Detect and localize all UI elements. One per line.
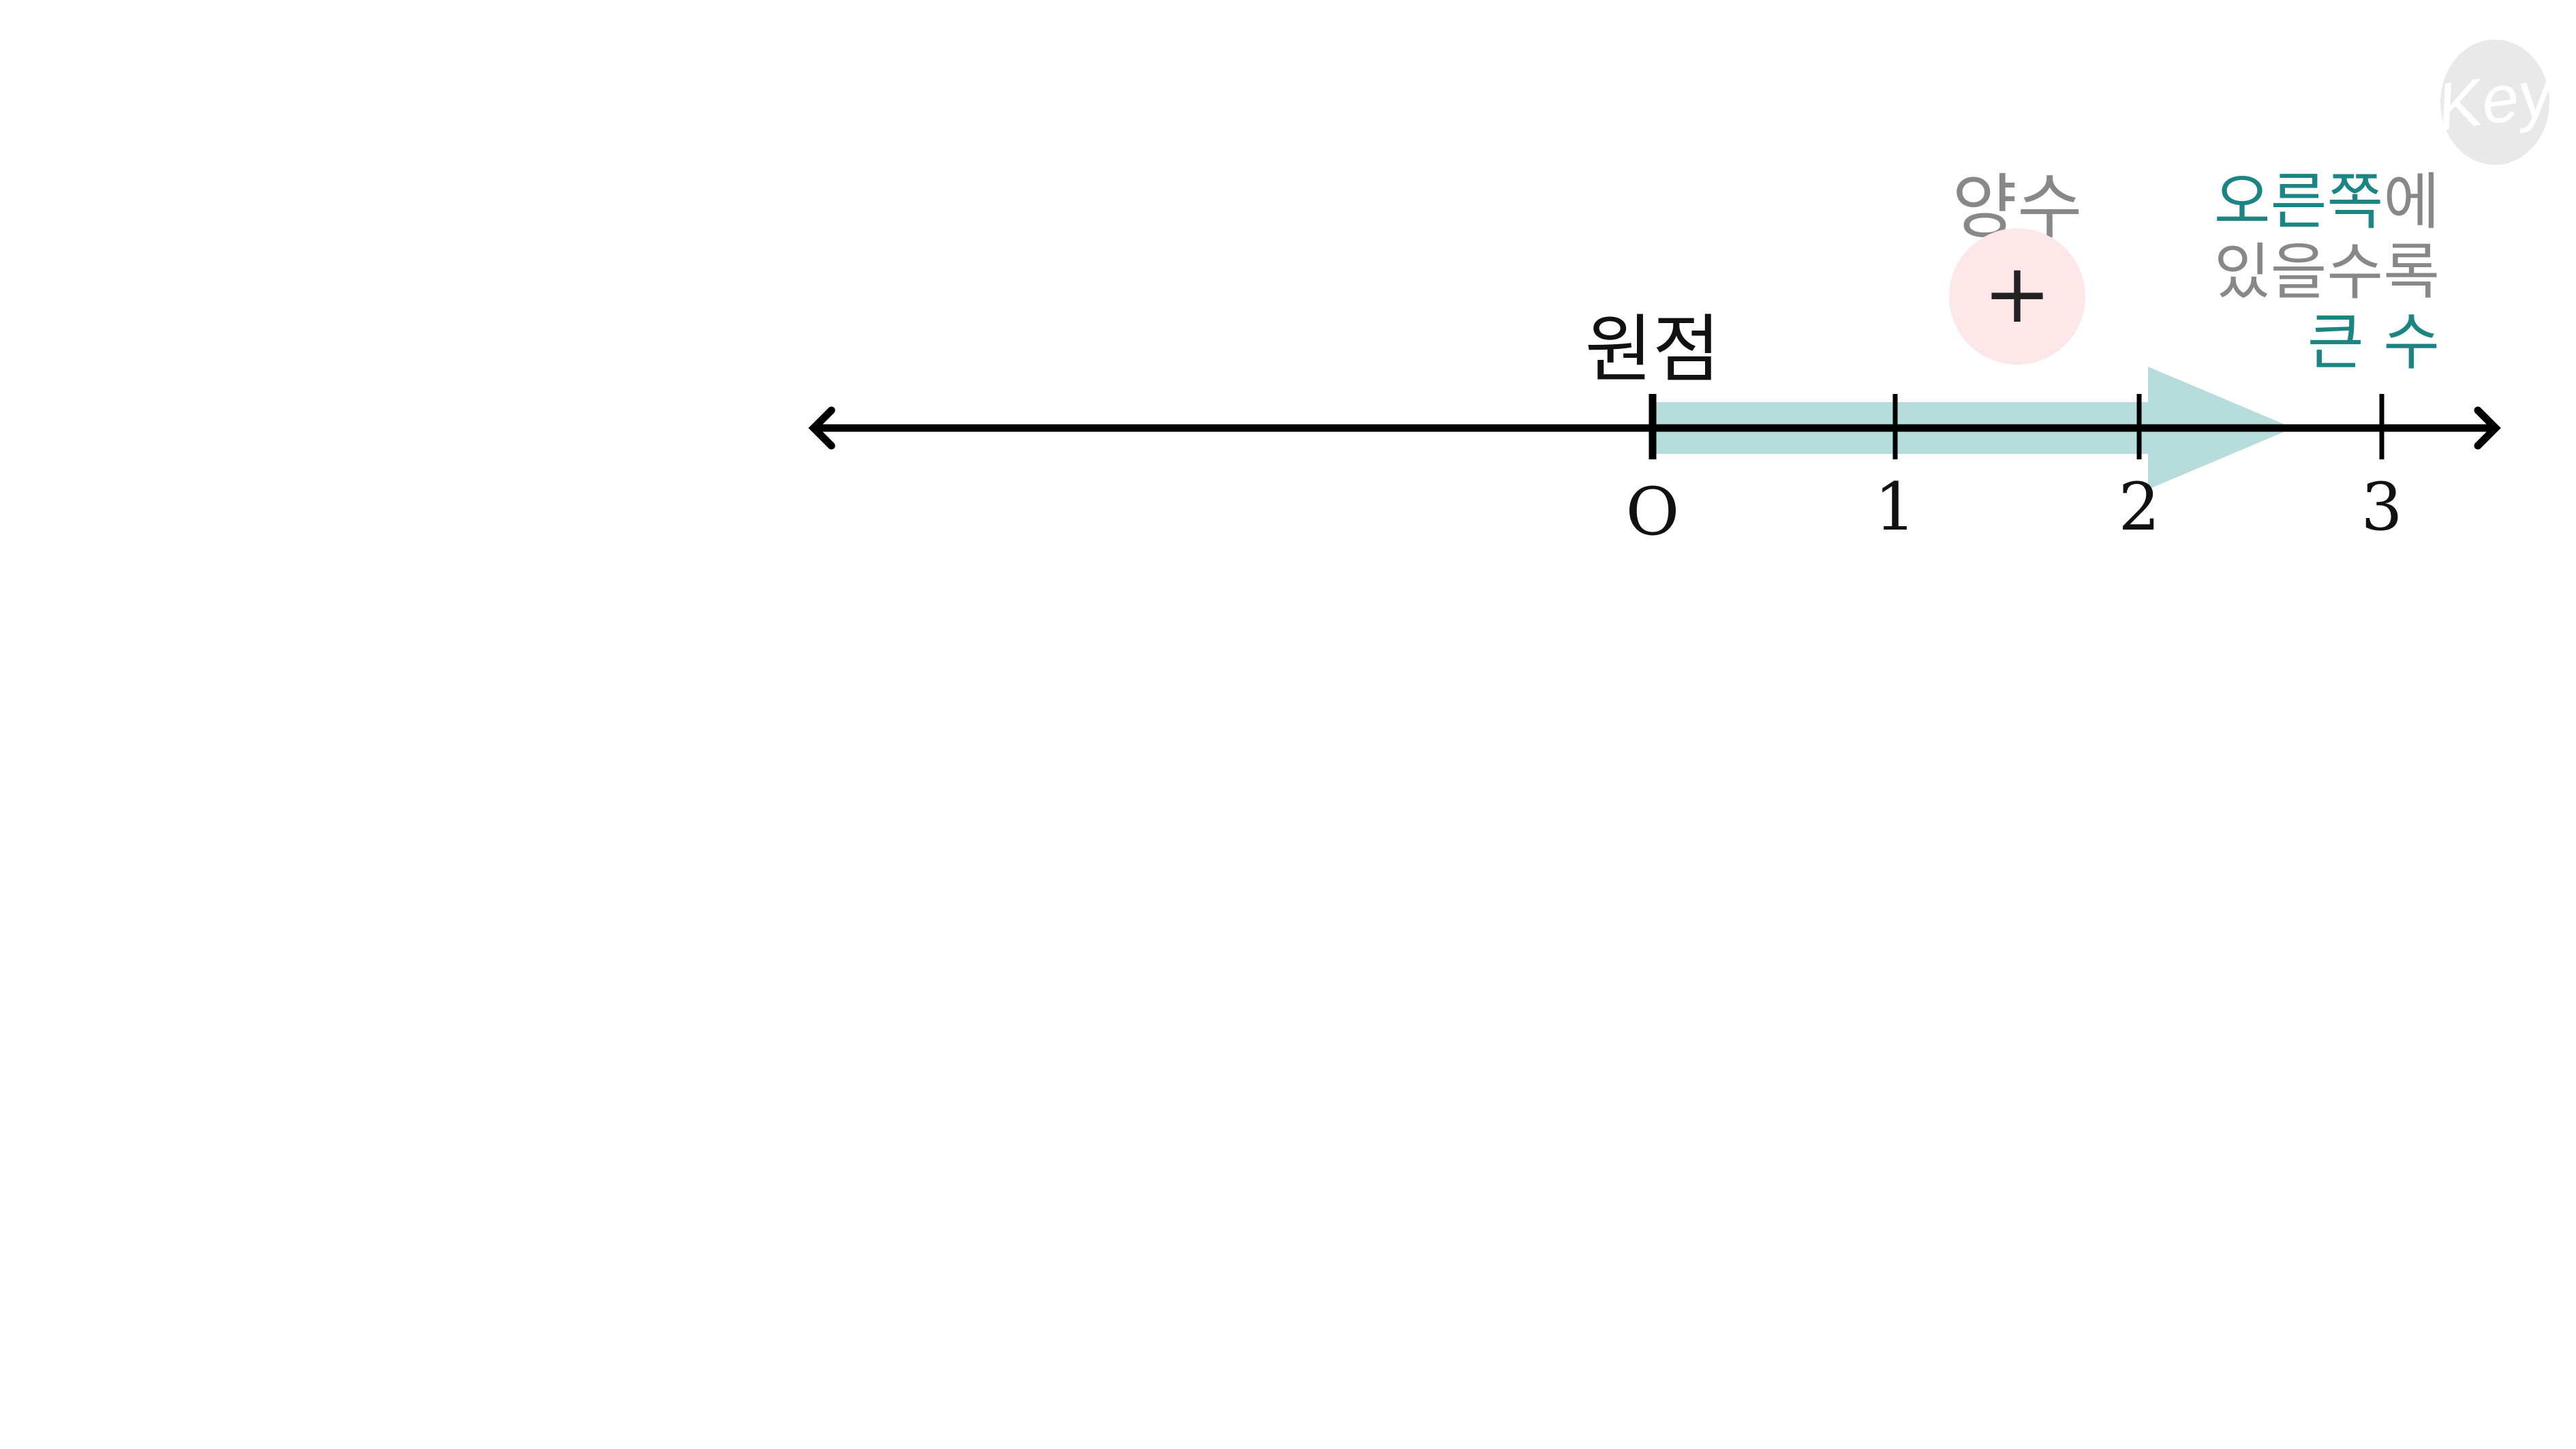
right-arrowhead-icon bbox=[2474, 406, 2501, 450]
origin-label: 원점 bbox=[1585, 307, 1721, 393]
note-line-2: 있을수록 bbox=[2214, 237, 2440, 308]
tick-labels: O 1 2 3 bbox=[1626, 469, 2403, 550]
note-line-3: 큰 수 bbox=[2307, 307, 2440, 378]
tick-label-1: 1 bbox=[1874, 469, 1916, 545]
positive-sign-group: 양수 + bbox=[1949, 166, 2085, 365]
tick-label-3: 3 bbox=[2361, 469, 2402, 545]
direction-note: 오른쪽에 있을수록 큰 수 bbox=[2214, 166, 2440, 378]
key-logo: Key bbox=[2432, 40, 2560, 165]
plus-sign-icon: + bbox=[1983, 247, 2052, 341]
plus-sign-circle bbox=[1949, 228, 2085, 365]
key-logo-text: Key bbox=[2432, 54, 2560, 144]
note-line-1-accent: 오른쪽 bbox=[2214, 166, 2383, 238]
key-logo-icon bbox=[2440, 40, 2549, 165]
note-line-1-rest: 에 bbox=[2383, 166, 2440, 238]
ticks bbox=[1649, 394, 2385, 459]
note-line-1: 오른쪽에 bbox=[2214, 166, 2440, 238]
tick-label-2: 2 bbox=[2118, 469, 2160, 545]
tick-label-0: O bbox=[1626, 474, 1680, 550]
left-arrowhead-icon bbox=[808, 406, 835, 450]
